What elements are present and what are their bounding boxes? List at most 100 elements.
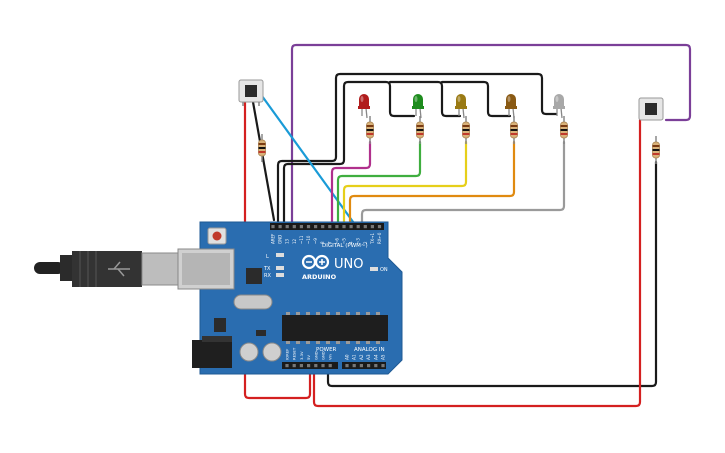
digital-pin-label: ~9 (313, 238, 318, 244)
power-pin[interactable] (299, 364, 303, 368)
led-tx-label: TX (263, 266, 271, 272)
resistor[interactable] (652, 136, 660, 164)
digital-pin[interactable] (285, 225, 289, 229)
power-jack (192, 340, 232, 368)
analog-pin[interactable] (352, 364, 356, 368)
capacitor-1 (239, 342, 259, 362)
led-l-label: L (266, 254, 269, 260)
digital-pin-label: ~3 (356, 238, 361, 244)
wire-red-right[interactable] (312, 118, 642, 408)
digital-pin[interactable] (335, 225, 339, 229)
power-pin-label: Vin (328, 353, 333, 360)
digital-pin[interactable] (321, 225, 325, 229)
digital-pin-label: TX→1 (370, 232, 375, 245)
atmega-chip (282, 315, 388, 341)
resistor[interactable] (510, 116, 518, 144)
regulator (214, 318, 226, 332)
digital-pin[interactable] (342, 225, 346, 229)
analog-pin[interactable] (381, 364, 385, 368)
led-yellow[interactable] (455, 94, 467, 119)
power-pin[interactable] (285, 364, 289, 368)
digital-pin-label: ~10 (306, 235, 311, 244)
power-pin[interactable] (307, 364, 311, 368)
digital-pin-label: 8 (320, 241, 325, 244)
analog-header-label: ANALOG IN (354, 347, 385, 353)
led-on-label: ON (380, 267, 388, 273)
digital-pin[interactable] (349, 225, 353, 229)
power-pin[interactable] (321, 364, 325, 368)
analog-pin-label: A2 (359, 354, 364, 360)
digital-pin-label: ~5 (342, 238, 347, 244)
analog-pin[interactable] (359, 364, 363, 368)
wire-black-led3[interactable] (388, 80, 462, 118)
push-button-left[interactable] (238, 79, 264, 106)
analog-pin[interactable] (345, 364, 349, 368)
led-tx-indicator (276, 266, 284, 270)
wire-orange[interactable] (348, 140, 516, 228)
digital-pin-label: 7 (327, 241, 332, 244)
analog-header-strip (342, 362, 386, 369)
digital-pin-label: AREF (271, 233, 276, 244)
digital-pin[interactable] (299, 225, 303, 229)
led-on-indicator (370, 267, 378, 271)
digital-pin-label: 2 (363, 241, 368, 244)
usb-cable[interactable] (34, 251, 181, 287)
digital-pin[interactable] (356, 225, 360, 229)
digital-pin[interactable] (278, 225, 282, 229)
power-pin[interactable] (292, 364, 296, 368)
power-pin-label: 5V (306, 355, 311, 360)
led-orange[interactable] (505, 94, 517, 119)
wire-black-left-button[interactable] (251, 100, 276, 222)
brand-label: ARDUINO (302, 273, 337, 281)
wire-red-left[interactable] (243, 94, 312, 400)
led-red[interactable] (358, 94, 370, 119)
digital-pin-label: 4 (349, 241, 354, 244)
wire-magenta[interactable] (330, 140, 372, 228)
push-button-right[interactable] (638, 97, 664, 121)
power-pin[interactable] (328, 364, 332, 368)
wire-yellow[interactable] (342, 140, 468, 228)
digital-pin[interactable] (370, 225, 374, 229)
wire-black-led4[interactable] (440, 80, 512, 118)
digital-pin[interactable] (314, 225, 318, 229)
wire-green[interactable] (336, 140, 422, 228)
digital-pin[interactable] (271, 225, 275, 229)
resistor[interactable] (258, 134, 266, 162)
resistor[interactable] (462, 116, 470, 144)
digital-pin[interactable] (306, 225, 311, 229)
analog-pin-label: A5 (381, 354, 386, 360)
wire-black-right[interactable] (326, 160, 658, 388)
led-rx-label: RX (264, 273, 271, 279)
led-white[interactable] (553, 94, 565, 119)
power-pin[interactable] (314, 364, 318, 368)
digital-pin[interactable] (363, 225, 367, 229)
led-l-indicator (276, 253, 284, 257)
digital-pin-label: ~6 (334, 238, 339, 244)
power-pin-holes (285, 364, 332, 368)
wire-purple[interactable] (290, 43, 692, 230)
wires (243, 43, 692, 408)
wire-blue[interactable] (260, 94, 358, 228)
analog-pin[interactable] (367, 364, 371, 368)
usb-icon (108, 261, 130, 277)
power-header-label: POWER (316, 347, 337, 353)
digital-header-label: DIGITAL (PWM~) (322, 243, 368, 249)
analog-pin-label: A0 (345, 354, 350, 360)
wire-gray[interactable] (360, 140, 566, 228)
digital-pin[interactable] (292, 225, 296, 229)
led-green[interactable] (412, 94, 424, 119)
resistor[interactable] (366, 116, 374, 144)
analog-pin-holes (345, 364, 385, 368)
resistor[interactable] (416, 116, 424, 144)
resistor[interactable] (560, 116, 568, 144)
digital-pin[interactable] (377, 225, 382, 229)
analog-pin[interactable] (374, 364, 378, 368)
wire-black-bus[interactable] (276, 72, 558, 230)
digital-pin[interactable] (328, 225, 332, 229)
wire-black-bus-2[interactable] (282, 80, 416, 230)
